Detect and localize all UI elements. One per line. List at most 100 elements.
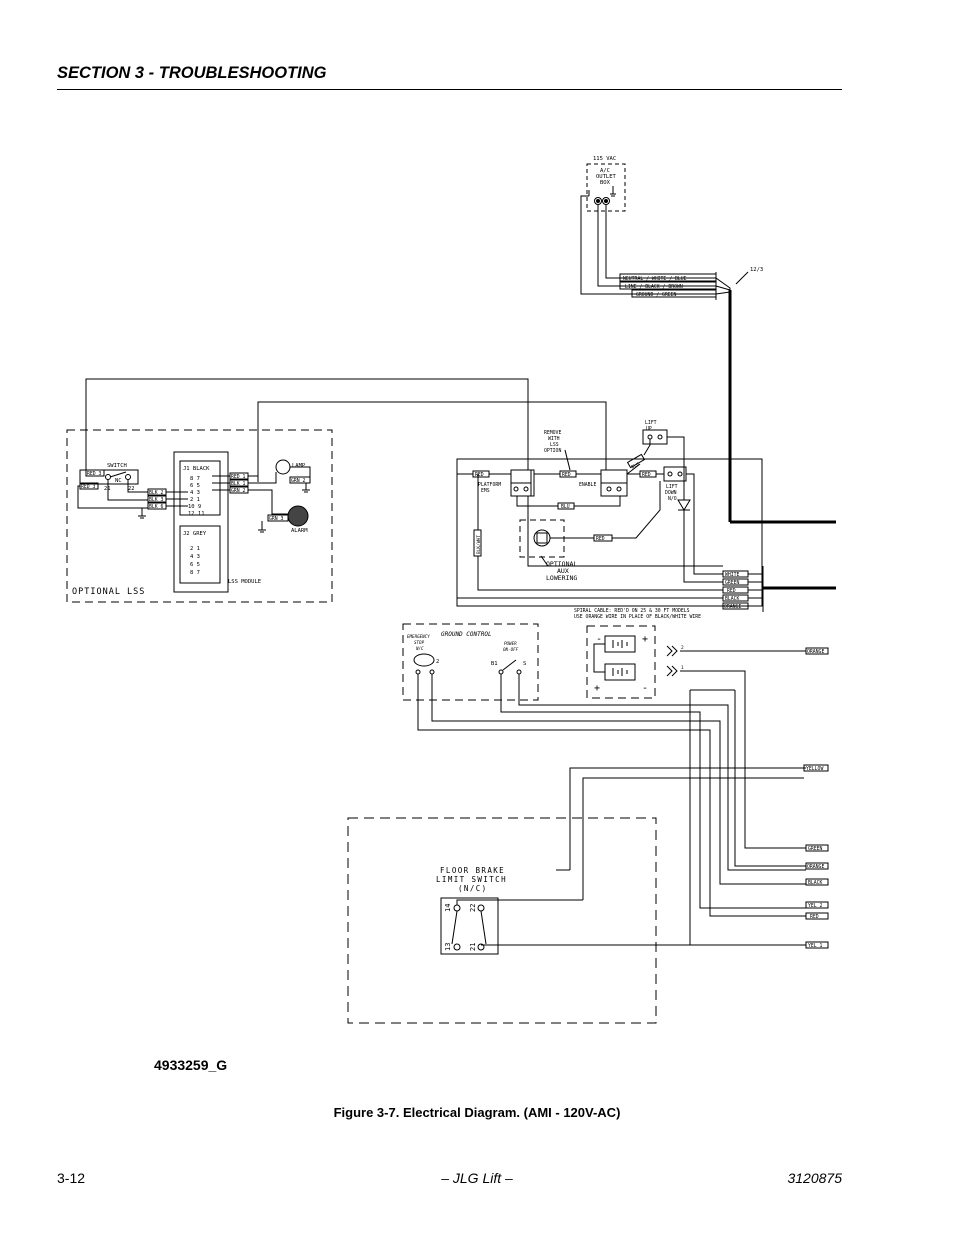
lss-module-label: LSS MODULE — [228, 579, 261, 585]
lss-grn2: GRN 2 — [231, 488, 246, 494]
floor-brake-box — [347, 817, 690, 1024]
header-rule — [57, 89, 842, 90]
remove-label-1: REMOVE — [544, 430, 561, 436]
remove-label-2: WITH — [548, 436, 560, 442]
j2-label: J2 GREY — [183, 531, 207, 537]
battery-plus-top: + — [642, 634, 648, 645]
lift-up-2: UP — [646, 426, 652, 432]
outlet-label-2: OUTLET — [596, 174, 617, 180]
right-wire-black: BLACK — [808, 880, 823, 886]
footer-center: – JLG Lift – — [441, 1170, 513, 1186]
fb-t22: 22 — [469, 904, 477, 912]
right-wire-red: RED — [810, 914, 819, 920]
lss-blk6: BLK 6 — [149, 504, 164, 510]
aux-label-3: LOWERING — [546, 574, 577, 582]
fb-t13: 13 — [444, 943, 452, 951]
outlet-label-3: BOX — [600, 180, 611, 186]
alarm-wire: GRN 3 — [269, 516, 284, 522]
j1-pins-3: 4 3 — [190, 490, 200, 496]
lss-t21: 21 — [104, 486, 111, 492]
lift-down-2: DOWN — [665, 490, 677, 496]
lss-blk2: BLK 2 — [149, 490, 164, 496]
doc-number: 3120875 — [787, 1170, 842, 1186]
spiral-note-1: SPIRAL CABLE: RED'D ON 25 & 30 FT MODELS — [574, 608, 690, 614]
spiral-note-2: USE ORANGE WIRE IN PLACE OF BLACK/WHITE … — [574, 614, 701, 620]
platform-red-wire-4: RED — [596, 536, 605, 542]
ac-wire-neutral: NEUTRAL / WHITE / BLUE — [623, 276, 687, 282]
remove-label-3: LSS — [550, 442, 559, 448]
alarm-label: ALARM — [291, 528, 308, 534]
estop-terminal: 2 — [436, 659, 439, 665]
ac-wire-ground: GROUND / GREEN — [636, 292, 677, 298]
battery-minus-bottom: - — [642, 683, 648, 694]
power-s: S — [523, 661, 526, 667]
power-1: POWER — [504, 641, 517, 646]
spiral-white: WHITE — [725, 572, 740, 578]
lss-blk1: BLK 1 — [231, 481, 246, 487]
right-wire-orange-2: ORANGE — [807, 864, 824, 870]
blu-wire: BLU — [561, 504, 570, 510]
battery-conn-2: 2 — [681, 645, 684, 651]
platform-ems-2: EMS — [481, 488, 490, 494]
spiral-orange: ORANGE — [724, 604, 741, 610]
lift-up-1: LIFT — [645, 420, 657, 426]
fb-t21: 21 — [469, 943, 477, 951]
floor-brake-title-3: (N/C) — [458, 884, 488, 893]
j1-pins-2: 6 5 — [190, 483, 200, 489]
remove-label-4: OPTION — [544, 448, 561, 454]
outlet-label-1: A/C — [600, 168, 610, 174]
lss-red1: RED 1 — [231, 474, 246, 480]
battery-box — [586, 625, 829, 849]
fb-t14: 14 — [444, 904, 452, 912]
ground-control-title: GROUND CONTROL — [441, 631, 492, 638]
aux-label-1: OPTIONAL — [546, 560, 577, 568]
right-wire-yel1: YEL 1 — [808, 943, 823, 949]
platform-ems-1: PLATFORM — [478, 482, 501, 488]
drawing-id: 4933259_G — [154, 1057, 228, 1073]
ac-wiring — [580, 195, 749, 522]
battery-minus-top: - — [596, 634, 602, 645]
lss-blk3: BLK 3 — [149, 497, 164, 503]
aux-label-2: AUX — [557, 567, 569, 575]
estop-2: STOP — [414, 640, 425, 645]
blu-wire-2: BLU — [630, 461, 640, 470]
j1-pins-4: 2 1 — [190, 497, 200, 503]
platform-red-wire: RED — [475, 472, 484, 478]
spiral-red: RED — [727, 588, 736, 594]
right-wire-green: GREEN — [808, 846, 823, 852]
lamp-label: LAMP — [292, 463, 306, 469]
ac-wire-line: LINE / BLACK / BROWN — [625, 284, 683, 290]
floor-brake-title-2: LIMIT SWITCH — [436, 875, 507, 884]
j1-pins-1: 8 7 — [190, 476, 200, 482]
right-wire-yel2: YEL 2 — [808, 903, 823, 909]
figure-caption: Figure 3-7. Electrical Diagram. (AMI - 1… — [333, 1105, 621, 1120]
j2-pins-4: 8 7 — [190, 570, 200, 576]
ground-control — [402, 623, 806, 917]
lift-down-1: LIFT — [666, 484, 678, 490]
estop-1: EMERGENCY — [407, 634, 430, 639]
power-2: ON-OFF — [503, 647, 519, 652]
j2-pins-2: 4 3 — [190, 554, 200, 560]
lss-nc-label: NC — [115, 478, 122, 484]
right-wire-yellow: YELLOW — [806, 766, 823, 772]
spiral-green: GREEN — [725, 580, 740, 586]
lss-t22: 22 — [128, 486, 135, 492]
j2-pins-1: 2 1 — [190, 546, 200, 552]
page-number: 3-12 — [57, 1170, 86, 1186]
blk-wht-wire: BLK/WHT — [476, 535, 482, 554]
platform-area — [456, 429, 770, 612]
cable-gauge: 12/3 — [750, 267, 763, 273]
ac-outlet-box — [586, 163, 626, 212]
lift-down-3: N/O — [668, 496, 677, 502]
j1-label: J1 BLACK — [183, 466, 210, 472]
battery-plus-bottom: + — [594, 683, 600, 694]
lss-title: OPTIONAL LSS — [72, 587, 145, 597]
lss-red3-left: RED 3 — [81, 484, 96, 490]
platform-red-wire-3: RED — [642, 472, 651, 478]
power-b1: B1 — [491, 661, 498, 667]
j2-pins-3: 6 5 — [190, 562, 200, 568]
outlet-voltage: 115 VAC — [593, 156, 616, 162]
right-wiring — [556, 689, 829, 949]
platform-red-wire-2: RED — [562, 472, 571, 478]
